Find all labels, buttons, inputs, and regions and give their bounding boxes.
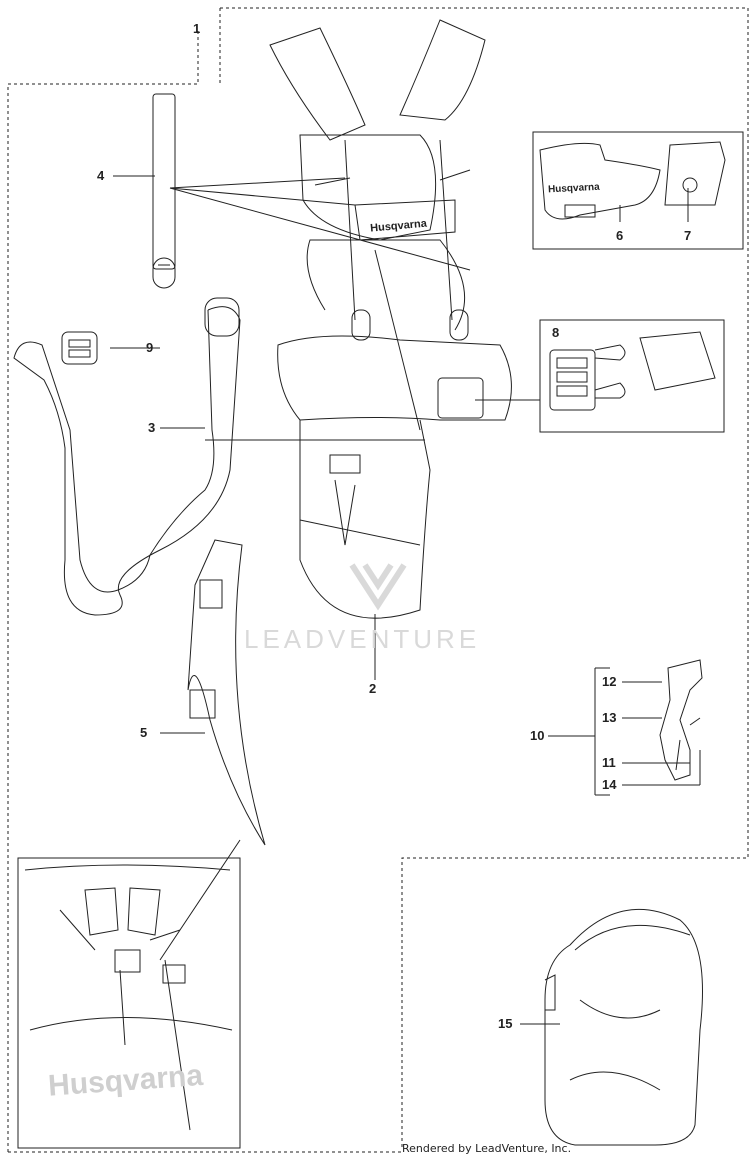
callout-12[interactable]: 12	[602, 674, 617, 689]
callout-2[interactable]: 2	[369, 681, 377, 696]
callout-7[interactable]: 7	[684, 228, 692, 243]
callout-14[interactable]: 14	[602, 777, 617, 792]
watermark-logo-icon	[349, 563, 407, 611]
callout-6[interactable]: 6	[616, 228, 624, 243]
watermark-text: LEADVENTURE	[244, 624, 481, 654]
callout-3[interactable]: 3	[148, 420, 156, 435]
callout-10[interactable]: 10	[530, 728, 545, 743]
group-boundary-1-left	[8, 30, 199, 85]
callout-9[interactable]: 9	[146, 340, 154, 355]
callout-11[interactable]: 11	[602, 755, 616, 770]
callout-13[interactable]: 13	[602, 710, 617, 725]
footer-credit: Rendered by LeadVenture, Inc.	[402, 1142, 572, 1155]
group-boundary-1	[7, 7, 749, 1152]
pad-logo: Husqvarna	[548, 182, 601, 196]
callout-5[interactable]: 5	[140, 725, 148, 740]
callout-1[interactable]: 1	[193, 21, 201, 36]
callout-4[interactable]: 4	[97, 168, 105, 183]
harness-logo: Husqvarna	[370, 218, 429, 235]
callout-8[interactable]: 8	[552, 325, 560, 340]
inset-logo: Husqvarna	[47, 1059, 204, 1103]
callout-15[interactable]: 15	[498, 1016, 513, 1031]
